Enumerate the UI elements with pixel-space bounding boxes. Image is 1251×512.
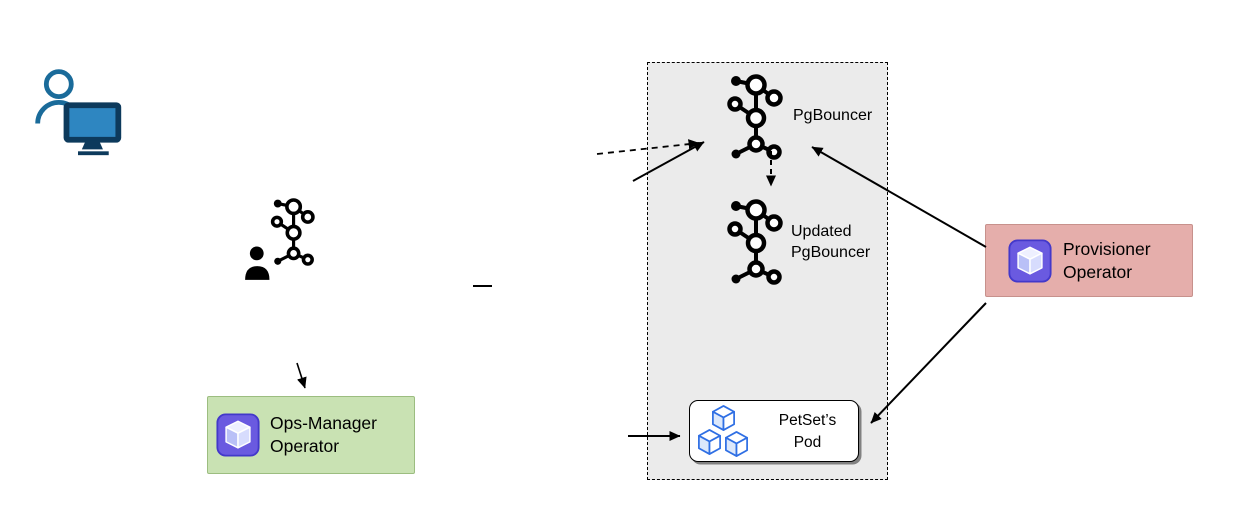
petset-pod-label-line1: PetSet’s — [778, 412, 837, 429]
updated-pgbouncer-label-line2: PgBouncer — [791, 244, 871, 261]
pod-cube-icon — [712, 405, 735, 431]
arrow-into-ops-manager — [296, 362, 307, 389]
user-with-resource-icon — [243, 196, 323, 286]
provisioner-operator-box: Provisioner Operator — [985, 224, 1193, 297]
person-at-computer-icon — [30, 62, 126, 160]
petset-pod-box: PetSet’s Pod — [689, 400, 859, 462]
cluster-panel: PgBouncer — [647, 62, 888, 480]
pgbouncer-icon — [723, 74, 785, 165]
updated-pgbouncer-label-line1: Updated — [791, 223, 852, 240]
person-at-computer-svg — [35, 69, 122, 156]
updated-pgbouncer-label: Updated PgBouncer — [791, 221, 870, 263]
petset-pod-label: PetSet’s Pod — [760, 410, 855, 454]
provisioner-label-line1: Provisioner — [1063, 238, 1151, 259]
operator-cube-icon — [216, 413, 260, 457]
pod-cube-icon — [698, 429, 721, 455]
provisioner-label-line2: Operator — [1063, 261, 1133, 282]
petset-pod-label-line2: Pod — [793, 434, 822, 451]
person-silhouette-icon — [245, 246, 270, 280]
updated-pgbouncer-icon — [723, 199, 785, 290]
provisioner-operator-label: Provisioner Operator — [1063, 238, 1151, 284]
ops-manager-operator-box: Ops-Manager Operator — [207, 396, 415, 474]
ops-manager-operator-label: Ops-Manager Operator — [270, 412, 377, 458]
ops-manager-label-line1: Ops-Manager — [270, 413, 377, 433]
pgbouncer-label: PgBouncer — [793, 107, 873, 124]
resource-molecule-icon — [270, 198, 315, 266]
ops-manager-label-line2: Operator — [270, 436, 340, 456]
pod-cube-icon — [725, 431, 748, 457]
operator-cube-icon — [1008, 238, 1052, 283]
arrow-provisioner-to-pod — [870, 302, 987, 424]
